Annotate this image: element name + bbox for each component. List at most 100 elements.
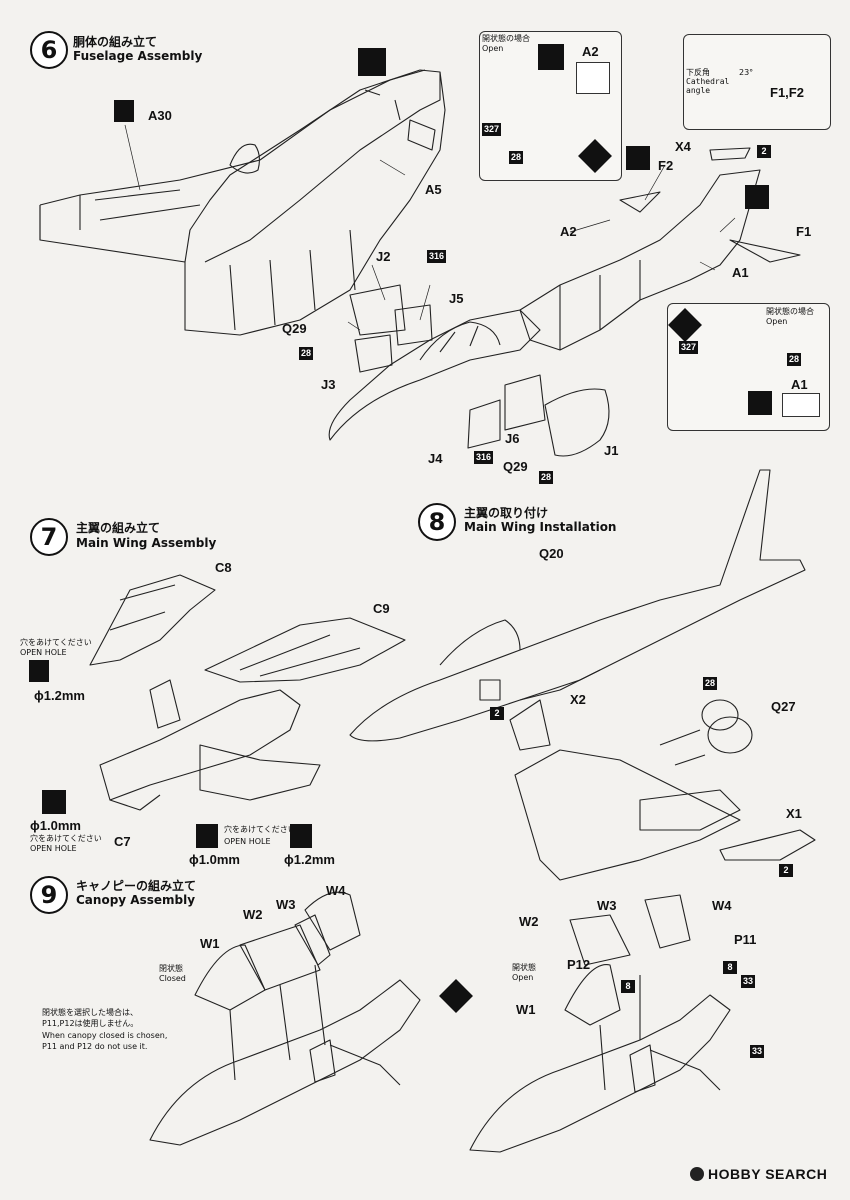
step-number-7: 7 [30, 518, 68, 556]
canopy-right [469, 894, 731, 1153]
leaders-6 [124, 124, 736, 331]
decal-box-28: 28 [299, 347, 314, 360]
part-label-p11: P11 [734, 932, 757, 947]
part-label-p12: P12 [567, 957, 591, 972]
part-label-a5: A5 [425, 182, 442, 197]
closed-label-en: Closed [159, 974, 186, 983]
decal-box-28: 28 [703, 677, 718, 690]
part-a1-box [782, 393, 820, 417]
part-label-f1-f2: F1,F2 [770, 85, 804, 100]
part-label-w2: W2 [243, 907, 263, 922]
part-label-w2: W2 [519, 914, 539, 929]
inset-open-a1: 開状態の場合 Open 327 28 A1 [667, 303, 830, 431]
hole-note-jp: 穴をあけてください [20, 638, 92, 647]
hole-note-en: OPEN HOLE [224, 837, 271, 846]
part-label-w4: W4 [712, 898, 732, 913]
cement-icon [748, 391, 772, 415]
step-title-jp: キャノピーの組み立て [76, 879, 197, 893]
part-label-q27: Q27 [771, 699, 796, 714]
part-label-q29: Q29 [282, 321, 307, 336]
front-fuselage [328, 284, 610, 457]
watermark: HOBBY SEARCH [708, 1166, 828, 1182]
part-label-a2: A2 [560, 224, 577, 239]
part-label-a2: A2 [582, 44, 599, 59]
hole-note-en: OPEN HOLE [30, 844, 77, 853]
fuselage-rear-half-a30 [39, 69, 441, 263]
drill-icon [290, 824, 312, 848]
cathedral-degree: 23° [739, 68, 754, 77]
cement-icon [745, 185, 769, 209]
part-label-c8: C8 [215, 560, 232, 575]
part-label-q20: Q20 [539, 546, 564, 561]
decal-box-28: 28 [787, 353, 802, 366]
decal-box-316: 316 [474, 451, 494, 464]
main-fuselage-right [519, 147, 801, 351]
inset-title-jp: 開状態の場合 [482, 34, 530, 43]
decal-box-2: 2 [757, 145, 771, 158]
step-title-en: Main Wing Installation [464, 520, 617, 534]
part-label-w4: W4 [326, 883, 346, 898]
part-label-c9: C9 [373, 601, 390, 616]
canopy-left [149, 891, 421, 1146]
drill-icon [114, 100, 134, 122]
step-title-en: Main Wing Assembly [76, 536, 217, 550]
cathedral-jp: 下反角 [686, 68, 710, 77]
part-label-q29: Q29 [503, 459, 528, 474]
note-jp-1: 閉状態を選択した場合は、 [42, 1008, 138, 1017]
part-label-a30: A30 [148, 108, 172, 123]
part-label-c7: C7 [114, 834, 131, 849]
part-label-x1: X1 [786, 806, 802, 821]
part-label-w1: W1 [200, 936, 220, 951]
part-label-j1: J1 [604, 443, 619, 458]
decal-box-28: 28 [509, 151, 524, 164]
decal-box-8: 8 [621, 980, 635, 993]
decal-box-2: 2 [779, 864, 793, 877]
hole-note-en: OPEN HOLE [20, 648, 67, 657]
part-label-j4: J4 [428, 451, 443, 466]
drill-icon [196, 824, 218, 848]
step-title-jp: 胴体の組み立て [73, 35, 158, 49]
hole-diameter: ϕ1.2mm [34, 688, 85, 703]
part-label-x2: X2 [570, 692, 586, 707]
part-label-w1: W1 [516, 1002, 536, 1017]
drill-icon [29, 660, 49, 682]
inset-title-en: Open [766, 317, 788, 326]
part-label-a1: A1 [732, 265, 749, 280]
inset-title-jp: 開状態の場合 [766, 307, 814, 316]
cement-icon [358, 48, 386, 76]
part-label-j5: J5 [449, 291, 464, 306]
cement-icon [538, 44, 564, 70]
hole-diameter: ϕ1.0mm [189, 852, 240, 867]
hole-diameter: ϕ1.0mm [30, 818, 81, 833]
step-title-jp: 主翼の組み立て [76, 521, 161, 535]
hole-note-jp: 穴をあけてください [224, 825, 296, 834]
cement-icon [626, 146, 650, 170]
step-title-jp: 主翼の取り付け [464, 506, 549, 520]
decal-box-327: 327 [482, 123, 502, 136]
fuselage-half-a5 [184, 71, 446, 336]
part-label-f1: F1 [796, 224, 812, 239]
cathedral-en-1: Cathedral [686, 77, 730, 86]
decal-box-8: 8 [723, 961, 737, 974]
part-label-x4: X4 [675, 139, 691, 154]
inset-title-en: Open [482, 44, 504, 53]
hole-diameter: ϕ1.2mm [284, 852, 335, 867]
part-label-f2: F2 [658, 158, 674, 173]
step-number-6: 6 [30, 31, 68, 69]
inset-cathedral-angle: 下反角 Cathedral angle 23° F1,F2 [683, 34, 831, 130]
part-label-j6: J6 [505, 431, 520, 446]
part-a2-box [576, 62, 610, 94]
jet-step8 [349, 469, 816, 881]
decal-box-327: 327 [679, 341, 699, 354]
part-label-j3: J3 [321, 377, 336, 392]
part-label-w3: W3 [276, 897, 296, 912]
open-label-jp: 開状態 [512, 963, 536, 972]
note-en-2: P11 and P12 do not use it. [42, 1042, 148, 1051]
part-label-w3: W3 [597, 898, 617, 913]
inset-open-a2: 開状態の場合 Open A2 327 28 [479, 31, 622, 181]
drill-icon [42, 790, 66, 814]
step-title-en: Fuselage Assembly [73, 49, 203, 63]
decal-box-33: 33 [750, 1045, 765, 1058]
watermark-logo-icon [690, 1167, 704, 1181]
step-number-9: 9 [30, 876, 68, 914]
